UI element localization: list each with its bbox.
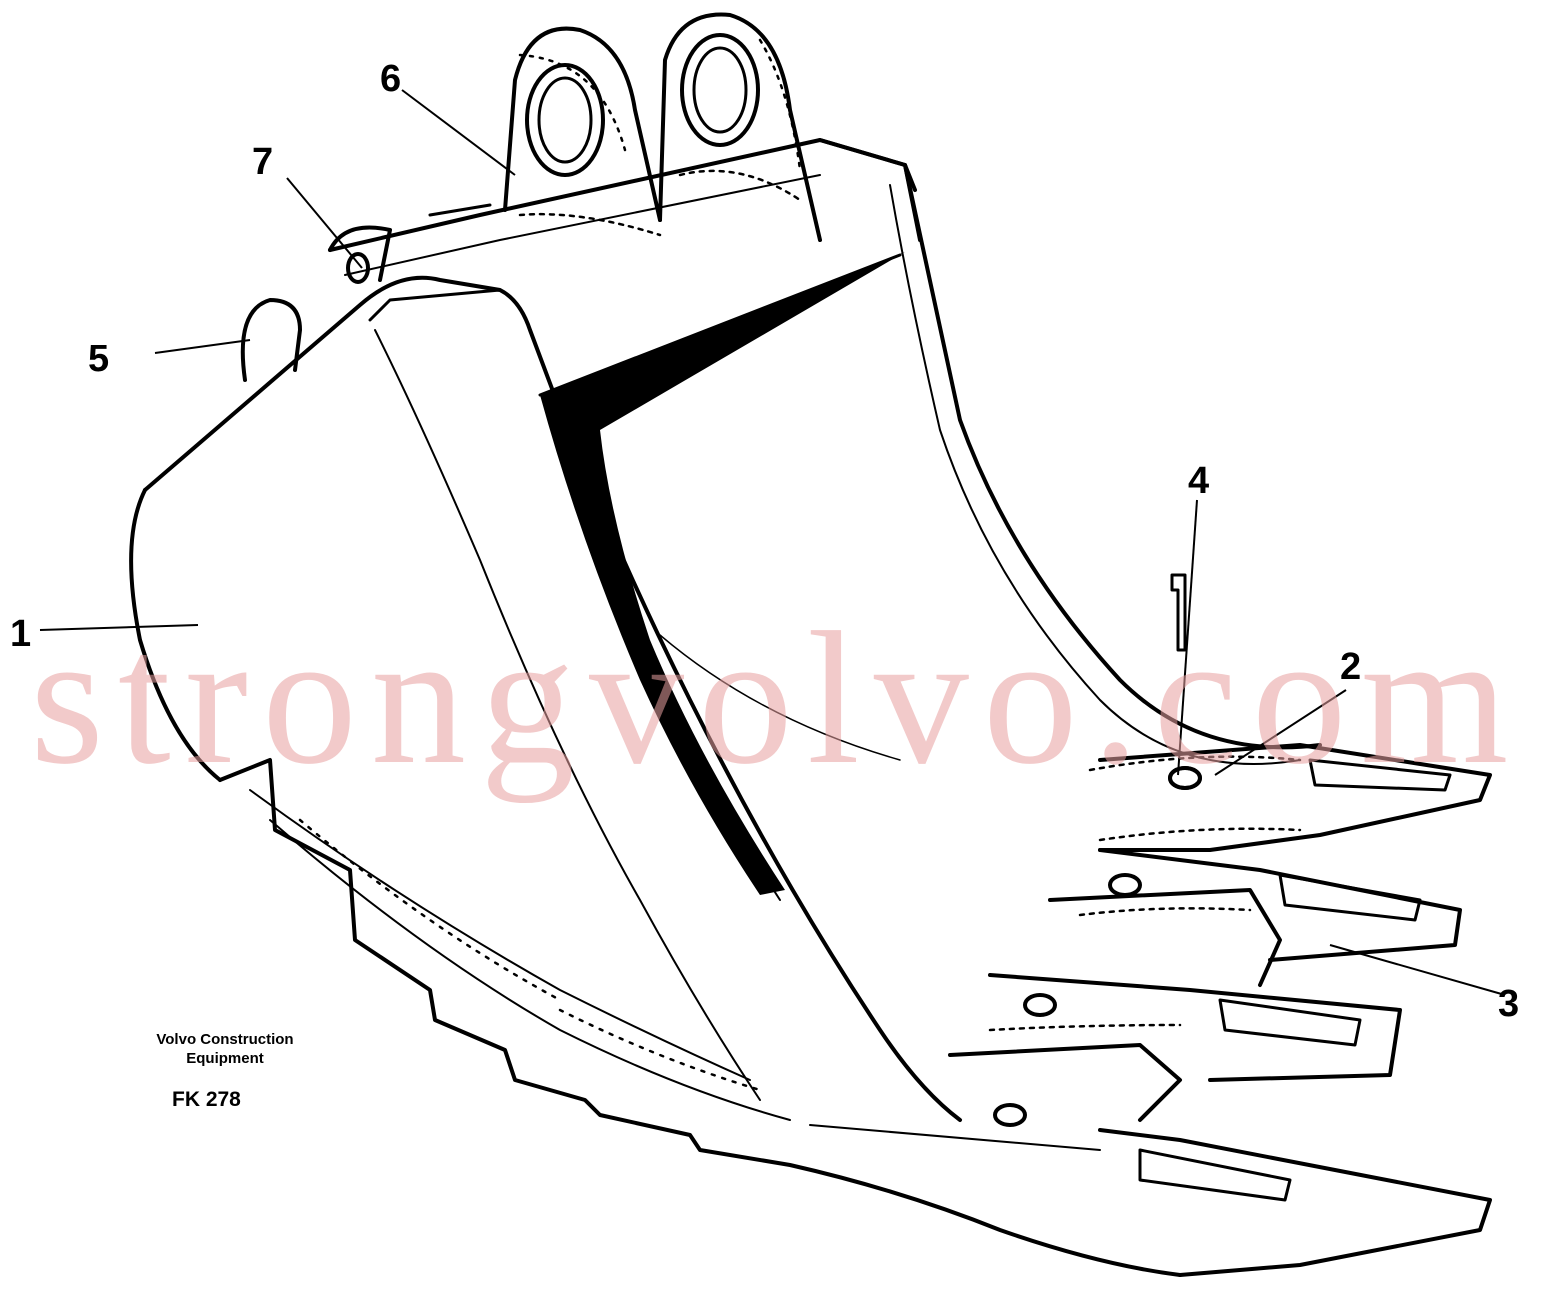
top-plate	[328, 138, 922, 252]
mounting-ear-right	[658, 12, 822, 242]
tooth-1	[1308, 758, 1452, 792]
hook-bracket	[328, 225, 392, 282]
cutting-edge	[1098, 743, 1492, 852]
figure-code: FK 278	[172, 1088, 241, 1111]
side-plate	[143, 275, 962, 1122]
callout-3: 3	[1498, 983, 1520, 1025]
tooth-2	[1278, 873, 1422, 922]
callout-7: 7	[252, 141, 274, 183]
callout-6: 6	[380, 58, 402, 100]
pin-bore-right	[680, 33, 760, 147]
pin-bore-left	[525, 63, 605, 177]
bottom-edge	[218, 758, 1182, 1277]
bucket-interior-shadow	[540, 252, 905, 895]
mounting-ear-left	[503, 26, 662, 222]
caption-block: Volvo Construction Equipment	[130, 1030, 320, 1068]
callout-5: 5	[88, 338, 110, 380]
leader-3	[1329, 944, 1506, 996]
leader-5	[154, 339, 251, 354]
leader-1	[39, 624, 199, 631]
front-lip	[903, 163, 1322, 750]
tooth-3	[1218, 998, 1362, 1047]
callout-4: 4	[1188, 460, 1210, 502]
leader-4	[1177, 499, 1198, 776]
tooth-4	[1138, 1148, 1292, 1202]
leader-2	[1214, 689, 1347, 776]
caption-manufacturer: Volvo Construction	[156, 1031, 294, 1048]
callout-1: 1	[10, 613, 32, 655]
leader-6	[401, 89, 516, 176]
pin-4	[1170, 573, 1187, 652]
lifting-eye	[240, 298, 302, 382]
callout-2: 2	[1340, 646, 1362, 688]
leader-7	[286, 177, 363, 269]
caption-equipment: Equipment	[186, 1050, 264, 1067]
